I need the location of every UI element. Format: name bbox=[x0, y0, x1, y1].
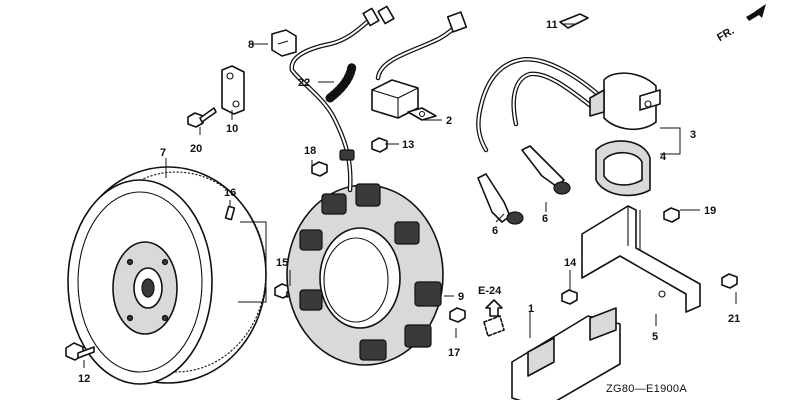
base-bolt bbox=[449, 307, 466, 323]
callout-14: 14 bbox=[564, 257, 577, 269]
callout-10: 10 bbox=[226, 123, 238, 135]
plug-cap-left bbox=[477, 173, 524, 225]
woodruff-key bbox=[224, 205, 236, 221]
bracket-bolt bbox=[187, 107, 217, 128]
wire-tube bbox=[325, 61, 357, 103]
flywheel-bolt bbox=[65, 342, 95, 361]
callout-2: 2 bbox=[446, 115, 452, 127]
cord-bracket bbox=[221, 65, 245, 115]
control-unit bbox=[371, 11, 468, 121]
callout-7: 7 bbox=[160, 147, 166, 159]
direction-label: FR. bbox=[715, 25, 736, 44]
callout-4: 4 bbox=[660, 151, 667, 163]
callout-22: 22 bbox=[298, 77, 310, 89]
callout-9: 9 bbox=[458, 291, 464, 303]
callout-labels: 1 2 3 4 5 6 6 7 8 9 10 11 12 13 14 15 16… bbox=[78, 19, 740, 395]
flywheel bbox=[67, 166, 267, 385]
callout-6b: 6 bbox=[542, 213, 548, 225]
plug-cap-right bbox=[521, 145, 571, 195]
callout-3: 3 bbox=[690, 129, 696, 141]
callout-19: 19 bbox=[704, 205, 716, 217]
callout-1: 1 bbox=[528, 303, 534, 315]
direction-indicator bbox=[746, 4, 766, 21]
reference-marker bbox=[483, 299, 505, 337]
ignition-coil bbox=[476, 57, 661, 197]
callout-15: 15 bbox=[276, 257, 288, 269]
callout-21: 21 bbox=[728, 313, 740, 325]
stator bbox=[286, 5, 444, 366]
callout-6a: 6 bbox=[492, 225, 498, 237]
stator-screw bbox=[311, 161, 328, 177]
callout-8: 8 bbox=[248, 39, 254, 51]
callout-18: 18 bbox=[304, 145, 316, 157]
reference-label: E-24 bbox=[478, 285, 502, 297]
coil-bolt bbox=[663, 207, 680, 223]
clip bbox=[559, 13, 589, 29]
callout-13: 13 bbox=[402, 139, 414, 151]
coil-bracket bbox=[581, 205, 701, 313]
callout-17: 17 bbox=[448, 347, 460, 359]
unit-bolt bbox=[371, 137, 388, 153]
duct-bolt bbox=[561, 289, 578, 305]
drawing-code: ZG80—E1900A bbox=[606, 383, 687, 395]
callout-20: 20 bbox=[190, 143, 202, 155]
air-duct bbox=[511, 307, 621, 400]
callout-12: 12 bbox=[78, 373, 90, 385]
bracket-screw bbox=[721, 273, 738, 289]
wire-clamp bbox=[271, 29, 297, 57]
callout-5: 5 bbox=[652, 331, 658, 343]
callout-16: 16 bbox=[224, 187, 236, 199]
callout-11: 11 bbox=[546, 19, 558, 31]
leader-lines bbox=[83, 23, 737, 368]
